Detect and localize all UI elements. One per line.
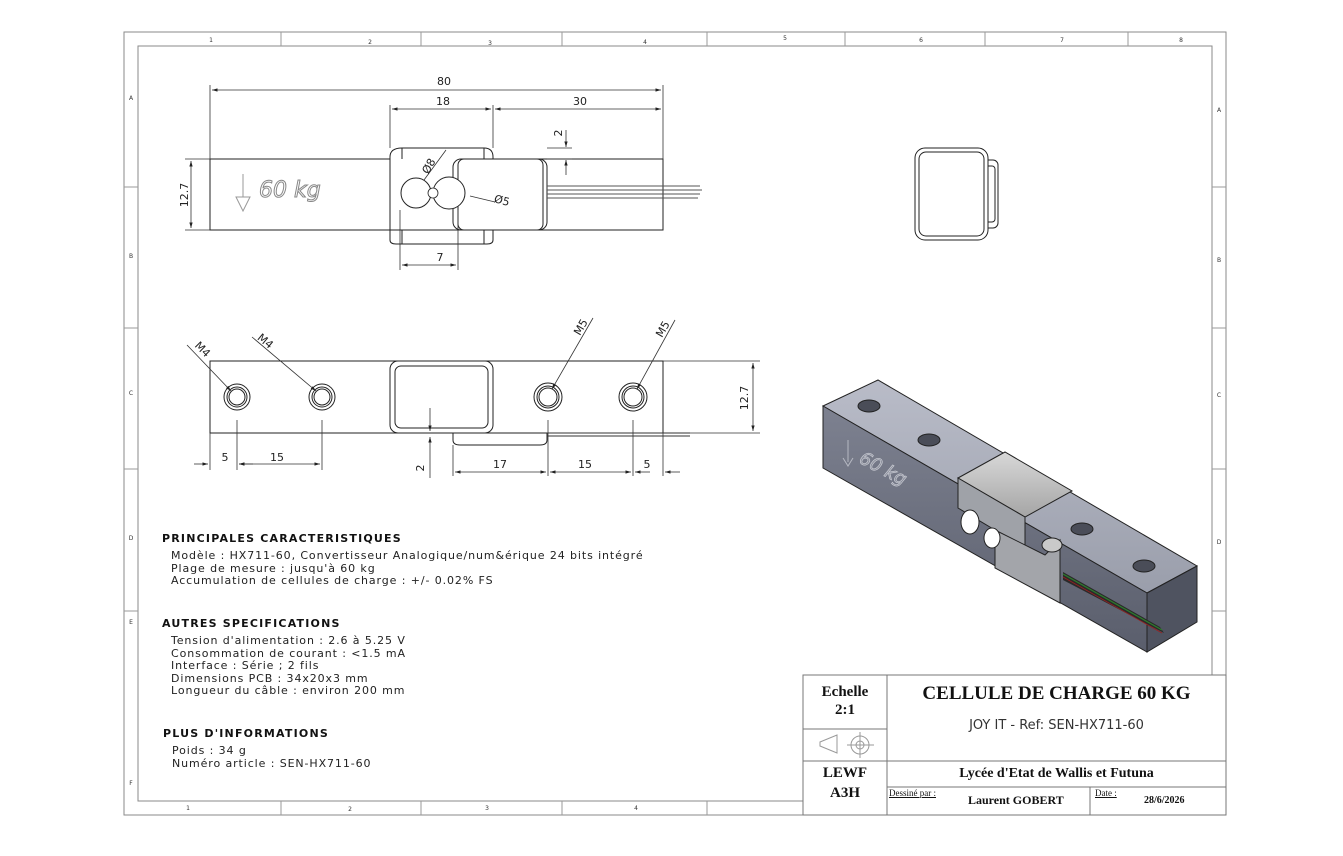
spec-line: Numéro article : SEN-HX711-60 — [172, 756, 372, 770]
scale-value: 2:1 — [835, 702, 855, 718]
side-view — [914, 147, 999, 241]
spec-line: Plage de mesure : jusqu'à 60 kg — [171, 561, 376, 575]
dim-7: 7 — [437, 251, 444, 264]
sheet-format: A3H — [830, 785, 860, 801]
spec-line: Consommation de courant : <1.5 mA — [171, 646, 406, 660]
projection-symbol-icon — [819, 732, 874, 758]
dim-30: 30 — [573, 95, 587, 108]
zone-letter: A — [129, 95, 134, 102]
scale-label: Echelle — [821, 684, 869, 700]
zone-letter: B — [1217, 257, 1221, 264]
specs-other-heading: AUTRES SPECIFICATIONS — [162, 617, 341, 630]
dim-m4a: M4 — [192, 339, 213, 360]
specs-main-heading: PRINCIPALES CARACTERISTIQUES — [162, 532, 402, 545]
front-view — [209, 147, 702, 245]
dim-hole-b: Ø5 — [493, 192, 512, 209]
zone-num: 4 — [643, 39, 647, 46]
sheet-border — [123, 31, 1227, 816]
school-name: Lycée d'Etat de Wallis et Futuna — [959, 766, 1154, 781]
zone-num: 4 — [634, 805, 638, 812]
dim-15b: 15 — [578, 458, 592, 471]
zone-num: 3 — [488, 40, 492, 47]
spec-line: Tension d'alimentation : 2.6 à 5.25 V — [171, 634, 406, 647]
specs-other: AUTRES SPECIFICATIONS Tension d'alimenta… — [162, 617, 406, 698]
zone-num: 1 — [186, 805, 190, 812]
dim-15a: 15 — [270, 451, 284, 464]
bottom-dimensions — [186, 317, 760, 478]
isometric-view — [821, 379, 1199, 653]
zone-letter: C — [1217, 392, 1221, 399]
zone-num: 2 — [348, 806, 352, 813]
zone-num: 3 — [485, 805, 489, 812]
zone-letter: D — [129, 535, 134, 542]
zone-letter: C — [129, 390, 133, 397]
drawing-title: CELLULE DE CHARGE 60 KG — [922, 683, 1191, 704]
spec-line: Interface : Série ; 2 fils — [171, 659, 320, 673]
zone-num: 6 — [919, 37, 923, 44]
dim-5b: 5 — [644, 458, 651, 471]
zone-num: 8 — [1179, 37, 1183, 44]
dim-18: 18 — [436, 95, 450, 108]
bottom-view — [209, 360, 690, 446]
specs-more: PLUS D'INFORMATIONS Poids : 34 g Numéro … — [163, 727, 371, 770]
front-dim-labels: 80 18 30 2 12.7 7 Ø8 Ø5 — [178, 75, 587, 264]
zone-letter: D — [1217, 539, 1222, 546]
zone-num: 1 — [209, 37, 213, 44]
zone-num: 2 — [368, 39, 372, 46]
zone-ticks — [124, 32, 1226, 815]
spec-line: Longueur du câble : environ 200 mm — [171, 684, 406, 698]
spec-line: Dimensions PCB : 34x20x3 mm — [171, 671, 369, 685]
zone-num: 5 — [783, 35, 787, 42]
front-dimensions — [185, 85, 664, 270]
drawn-by-label: Dessiné par : — [889, 788, 936, 798]
date-value: 28/6/2026 — [1144, 795, 1185, 806]
spec-line: Accumulation de cellules de charge : +/-… — [171, 574, 494, 588]
drawing-subtitle: JOY IT - Ref: SEN-HX711-60 — [969, 718, 1144, 733]
zone-letter: E — [129, 619, 133, 626]
zone-letter: A — [1217, 107, 1222, 114]
zone-letter: B — [129, 253, 133, 260]
dim-17: 17 — [493, 458, 507, 471]
specs-main: PRINCIPALES CARACTERISTIQUES Modèle : HX… — [162, 532, 644, 588]
dim-2b: 2 — [414, 465, 427, 472]
date-label: Date : — [1095, 788, 1117, 798]
dim-5a: 5 — [222, 451, 229, 464]
dim-m5a: M5 — [571, 317, 591, 338]
zone-letter: F — [129, 780, 133, 787]
spec-line: Poids : 34 g — [172, 744, 247, 757]
zone-num: 7 — [1060, 37, 1064, 44]
specs-more-heading: PLUS D'INFORMATIONS — [163, 727, 329, 740]
drawn-by: Laurent GOBERT — [968, 793, 1064, 807]
dim-2: 2 — [552, 130, 565, 137]
zone-labels: 1 2 3 4 5 6 7 8 1 2 3 4 A B C D E F A B … — [129, 35, 1222, 813]
dim-12-7b: 12.7 — [738, 386, 751, 411]
dim-12-7: 12.7 — [178, 183, 191, 208]
dim-overall: 80 — [437, 75, 451, 88]
dim-m5b: M5 — [653, 319, 673, 340]
spec-line: Modèle : HX711-60, Convertisseur Analogi… — [171, 549, 644, 562]
dim-m4b: M4 — [255, 331, 276, 352]
org-code: LEWF — [822, 765, 868, 781]
front-engraving: 60 kg — [259, 178, 321, 203]
